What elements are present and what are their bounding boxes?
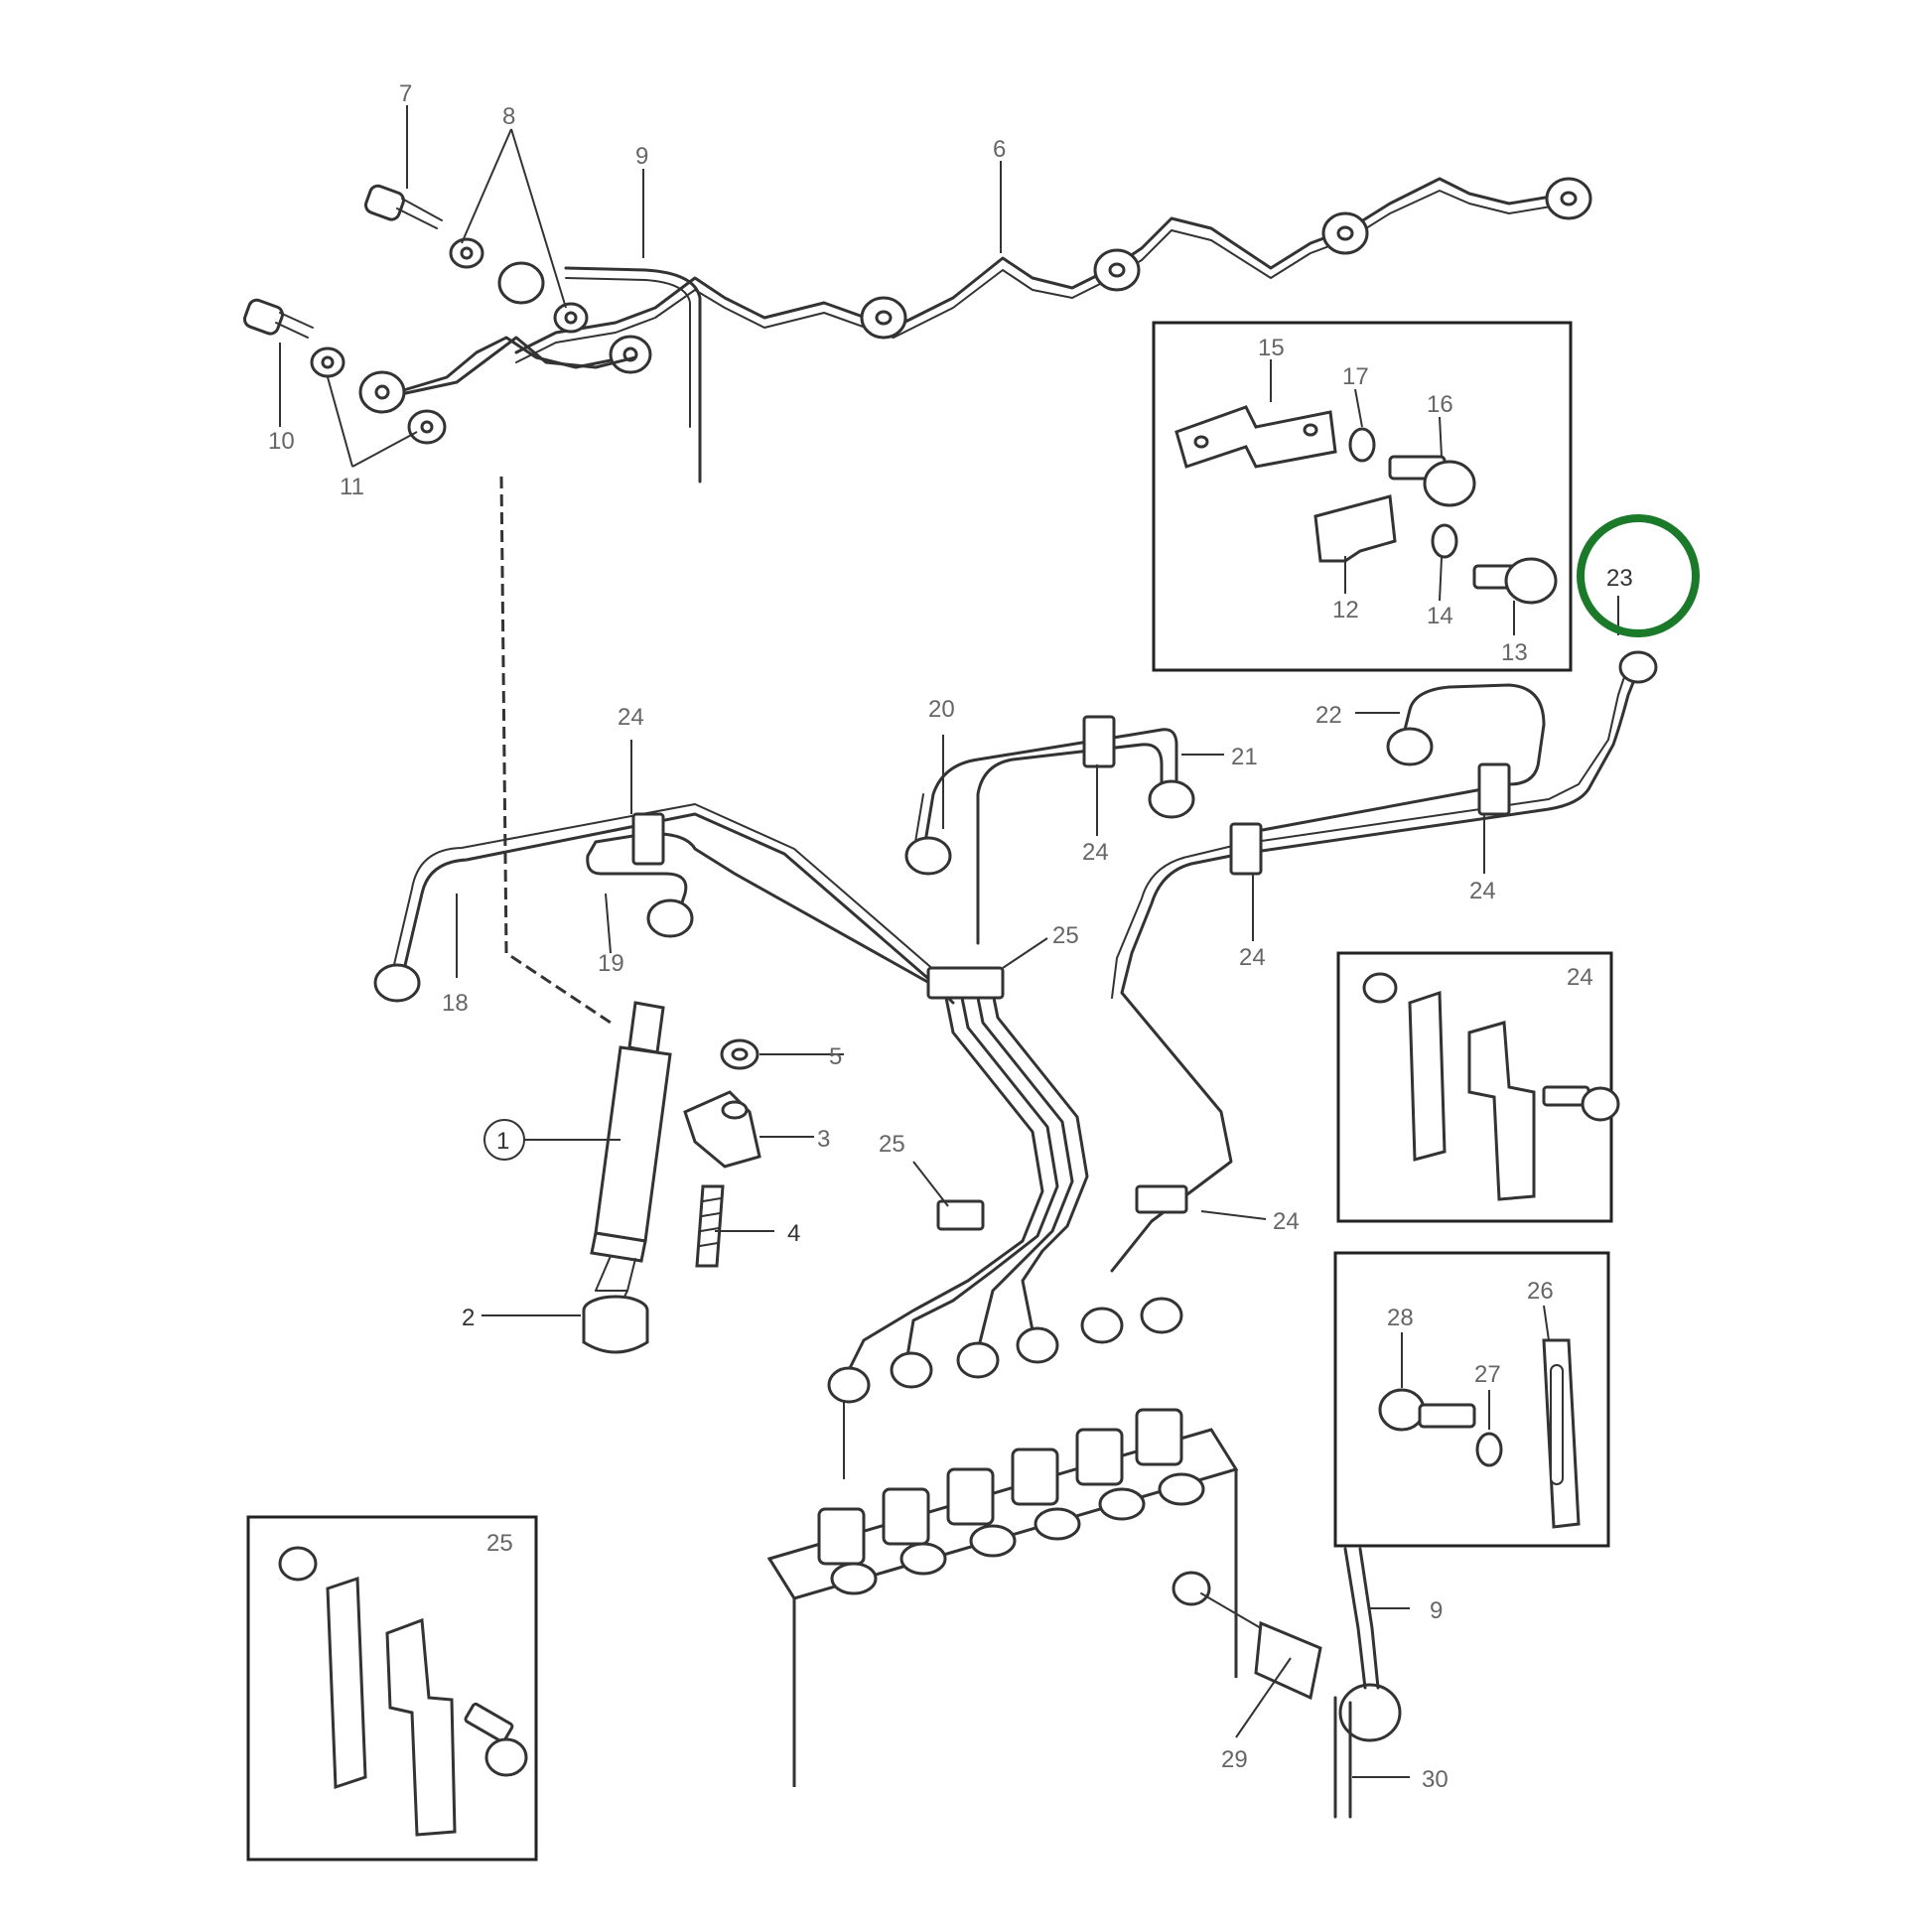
callout-15: 15 <box>1258 335 1285 361</box>
callout-4: 4 <box>787 1220 800 1247</box>
pipe-9-lower <box>1343 1547 1380 1690</box>
callout-27: 27 <box>1474 1361 1501 1388</box>
callout-13: 13 <box>1501 639 1528 666</box>
callout-26: 26 <box>1527 1278 1554 1305</box>
injection-pump-body <box>766 1428 1239 1787</box>
washer-27 <box>1475 1432 1503 1467</box>
callout-11: 11 <box>340 474 364 500</box>
clamp-plate-15 <box>1174 405 1337 469</box>
injection-pipe-22 <box>1239 683 1546 836</box>
callout-24-d: 24 <box>1239 944 1266 971</box>
pipe-end-nuts <box>827 1297 1183 1404</box>
injector-1 <box>590 1001 672 1331</box>
lower-banjo-row <box>242 298 637 445</box>
pipe-clip-24-a <box>631 812 665 866</box>
pipe-clip-24-c <box>1229 822 1263 876</box>
callout-28: 28 <box>1387 1305 1414 1331</box>
strap-26 <box>1542 1338 1581 1529</box>
callout-23: 23 <box>1606 565 1633 592</box>
clamp-3 <box>683 1090 761 1169</box>
callout-30: 30 <box>1422 1766 1449 1793</box>
pipe-clip-24-d <box>1477 762 1511 816</box>
banjo-fitting-29 <box>1172 1571 1402 1742</box>
callout-24-a: 24 <box>618 704 644 731</box>
injector-seat-washer-2 <box>582 1295 649 1354</box>
callout-19: 19 <box>598 950 624 977</box>
pipe-clip-24-e <box>1135 1184 1188 1214</box>
upper-banjo-row <box>363 184 652 394</box>
callout-2: 2 <box>462 1305 475 1331</box>
callout-20: 20 <box>928 696 955 723</box>
clip-12 <box>1313 494 1397 563</box>
bolt-13 <box>1472 557 1558 605</box>
dashed-centerline <box>499 476 612 1025</box>
leak-off-return-pipe-9 <box>564 266 702 483</box>
callout-6: 6 <box>993 136 1006 163</box>
pipe-30 <box>1333 1696 1352 1819</box>
callout-24-b: 24 <box>1082 839 1109 866</box>
pipe-clip-25-a <box>926 966 1005 1000</box>
delivery-valve-holders <box>817 1408 1183 1566</box>
pipe-clip-25-b <box>936 1199 985 1231</box>
callout-25-box: 25 <box>486 1530 513 1557</box>
callout-7: 7 <box>399 80 412 107</box>
injection-pipe-18 <box>373 803 955 1005</box>
callout-3: 3 <box>817 1126 830 1153</box>
callout-22: 22 <box>1315 702 1342 729</box>
detail-box-clamp <box>1152 321 1573 672</box>
highlight-circle <box>1577 514 1700 637</box>
clip-24-detail <box>1362 972 1620 1201</box>
injection-pipe-23 <box>1110 650 1658 1273</box>
callout-21: 21 <box>1231 744 1258 770</box>
callout-16: 16 <box>1427 391 1453 418</box>
clip-25-detail <box>278 1546 528 1837</box>
callout-9-bottom: 9 <box>1430 1597 1443 1624</box>
leak-off-pipe-6 <box>514 177 1592 363</box>
injection-pipe-bundle-left <box>847 966 1089 1382</box>
callout-5: 5 <box>829 1043 842 1070</box>
callout-10: 10 <box>268 428 295 455</box>
callout-25-b: 25 <box>879 1131 905 1158</box>
callout-25-a: 25 <box>1052 922 1079 949</box>
washer-17 <box>1348 427 1376 463</box>
callout-circle-1 <box>483 1119 525 1161</box>
washer-14 <box>1431 523 1458 559</box>
callout-29: 29 <box>1221 1746 1248 1773</box>
callout-24-c: 24 <box>1469 878 1496 904</box>
callout-14: 14 <box>1427 603 1453 629</box>
callout-12: 12 <box>1332 597 1359 623</box>
leader-lines <box>279 105 1619 1778</box>
stud-4 <box>695 1184 725 1268</box>
pipe-clip-24-b <box>1082 715 1116 768</box>
callout-labels: 1 2 3 4 5 6 7 8 9 9 10 11 12 13 14 15 16… <box>268 80 1633 1793</box>
callout-8: 8 <box>502 103 515 130</box>
bolt-28 <box>1378 1388 1476 1432</box>
callout-17: 17 <box>1342 363 1369 390</box>
callout-1: 1 <box>496 1128 509 1155</box>
nut-5 <box>720 1038 759 1070</box>
injection-pipe-21 <box>976 743 1195 945</box>
injection-pipe-20 <box>904 728 1178 876</box>
callout-24-box: 24 <box>1567 964 1593 991</box>
injection-pipe-19 <box>586 832 940 990</box>
callout-9-top: 9 <box>635 143 648 170</box>
callout-24-e: 24 <box>1273 1208 1300 1235</box>
callout-18: 18 <box>442 990 469 1017</box>
bolt-16 <box>1388 455 1476 507</box>
